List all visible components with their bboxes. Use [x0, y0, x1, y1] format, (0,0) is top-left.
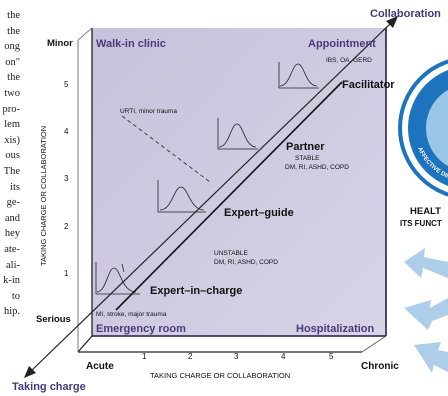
y-tick-2: 2 — [64, 222, 69, 231]
body-text-line: ali- — [6, 259, 20, 271]
body-text-line: ous — [5, 150, 20, 162]
role-facilitator: Facilitator — [342, 79, 395, 91]
body-text-line: on" — [5, 56, 20, 68]
wheel-title-line2: ITS FUNCT — [400, 219, 442, 228]
annotation-mi-stroke: MI, stroke, major trauma — [96, 311, 167, 318]
collaboration-label: Collaboration — [370, 8, 441, 20]
x-axis-title: TAKING CHARGE OR COLLABORATION — [150, 371, 290, 380]
y-tick-5: 5 — [64, 80, 69, 89]
dashed-guide — [121, 115, 211, 183]
mini-curve-expert-guide — [157, 180, 206, 213]
annotation-unstable-title: UNSTABLE — [214, 250, 248, 257]
body-text-line: the — [7, 10, 20, 21]
x-tick-2: 2 — [188, 352, 193, 361]
body-text-line: ate- — [4, 243, 20, 255]
body-text-line: ge- — [6, 197, 20, 209]
body-text-line: hip. — [3, 306, 20, 318]
quadrant-appointment: Appointment — [308, 38, 376, 50]
y-tick-4: 4 — [64, 127, 69, 136]
body-text-line: hey — [4, 228, 20, 240]
x-axis-right-label: Chronic — [361, 361, 399, 372]
body-text-line: two — [4, 87, 20, 99]
body-text-line: The — [3, 165, 20, 177]
annotation-unstable-conditions: DM, RI, ASHD, COPD — [214, 259, 278, 266]
role-expert-in-charge: Expert–in–charge — [150, 285, 242, 297]
quadrant-hospitalization: Hospitalization — [296, 323, 375, 335]
annotation-urti: URTI, minor trauma — [120, 108, 177, 115]
body-text-line: the — [7, 25, 20, 37]
body-text-line: to — [11, 290, 20, 302]
wheel-title-line1: HEALT — [410, 206, 441, 217]
body-text-line: xis) — [4, 134, 20, 146]
quadrant-emergency-room: Emergency room — [96, 323, 186, 335]
x-tick-5: 5 — [329, 352, 334, 361]
annotation-ibs-oa-gerd: IBS, OA, GERD — [326, 57, 372, 64]
y-tick-3: 3 — [64, 174, 69, 183]
role-diagonal — [115, 81, 343, 311]
incoming-arrows — [404, 248, 448, 373]
diagonal-axis — [29, 21, 393, 373]
mini-curve-partner — [217, 118, 258, 150]
body-text-line: the — [7, 72, 20, 84]
annotation-stable-title: STABLE — [295, 155, 320, 162]
mini-curve-facilitator — [278, 62, 319, 89]
body-text-line: k-in — [3, 275, 20, 287]
y-axis-title: TAKING CHARGE OR COLLABORATION — [39, 126, 48, 266]
role-partner: Partner — [286, 141, 325, 153]
body-text-line: pro- — [2, 103, 21, 115]
mini-curve-expert-in-charge — [95, 262, 140, 295]
role-expert-guide: Expert–guide — [224, 207, 294, 219]
x-tick-1: 1 — [142, 352, 147, 361]
taking-charge-label: Taking charge — [12, 381, 86, 393]
x-tick-3: 3 — [234, 352, 239, 361]
quadrant-walk-in-clinic: Walk-in clinic — [96, 38, 166, 50]
body-text-line: its — [10, 181, 20, 193]
body-text-line: ong — [4, 41, 20, 53]
annotation-stable-conditions: DM, RI, ASHD, COPD — [285, 164, 349, 171]
y-axis-bottom-label: Serious — [36, 314, 71, 325]
body-text-line: lem — [4, 119, 20, 131]
x-tick-4: 4 — [281, 352, 286, 361]
y-tick-1: 1 — [64, 269, 69, 278]
x-axis-left-label: Acute — [86, 361, 114, 372]
y-axis-top-label: Minor — [47, 38, 73, 49]
health-function-wheel: AFFECTIVE DIME — [398, 59, 448, 197]
body-text-line: and — [4, 212, 20, 224]
